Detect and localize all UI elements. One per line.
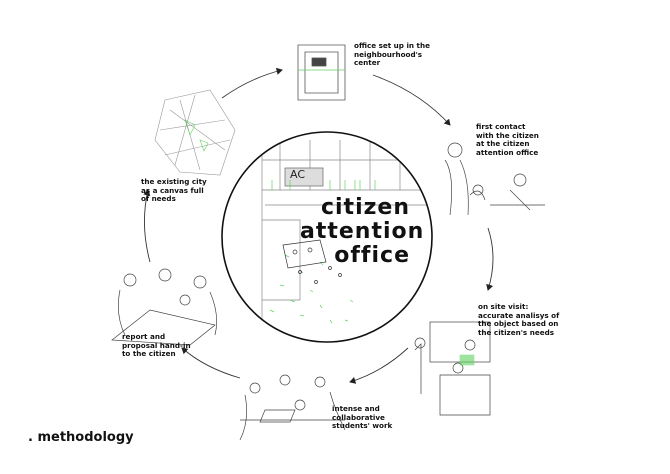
arrow-work-to-report [181, 347, 241, 379]
page-title: . methodology [28, 430, 134, 445]
step-label-site-visit: on site visit: accurate analisys of the … [478, 302, 560, 337]
arrow-map-to-office [221, 67, 283, 99]
center-title-line2: attention [300, 219, 425, 244]
center-title: citizen attention office [300, 195, 425, 268]
citizen-contact-illustration [444, 142, 545, 216]
arrow-visit-to-work [349, 347, 409, 384]
office-plan-illustration [297, 44, 346, 101]
report-handin-illustration [111, 268, 217, 346]
arrow-report-to-map [143, 189, 151, 263]
step-label-office-setup: office set up in the neighbourhood's cen… [354, 41, 430, 68]
ac-sign: AC [290, 168, 306, 181]
arrow-office-to-contact [372, 74, 451, 126]
site-visit-illustration [414, 321, 491, 416]
center-illustration [221, 131, 433, 343]
step-label-existing-city: the existing city as a canvas full of ne… [141, 177, 207, 204]
cycle-arrows [143, 67, 494, 384]
city-map-illustration [154, 89, 236, 176]
center-title-line1: citizen [320, 195, 410, 220]
step-label-report-handin: report and proposal hand-in to the citiz… [122, 332, 191, 359]
arrow-contact-to-visit [486, 227, 494, 291]
student-work-illustration [239, 374, 346, 441]
step-label-first-contact: first contact with the citizen at the ci… [476, 122, 539, 157]
center-title-line3: office [334, 243, 410, 268]
step-label-student-work: intense and collaborative students' work [332, 404, 393, 431]
